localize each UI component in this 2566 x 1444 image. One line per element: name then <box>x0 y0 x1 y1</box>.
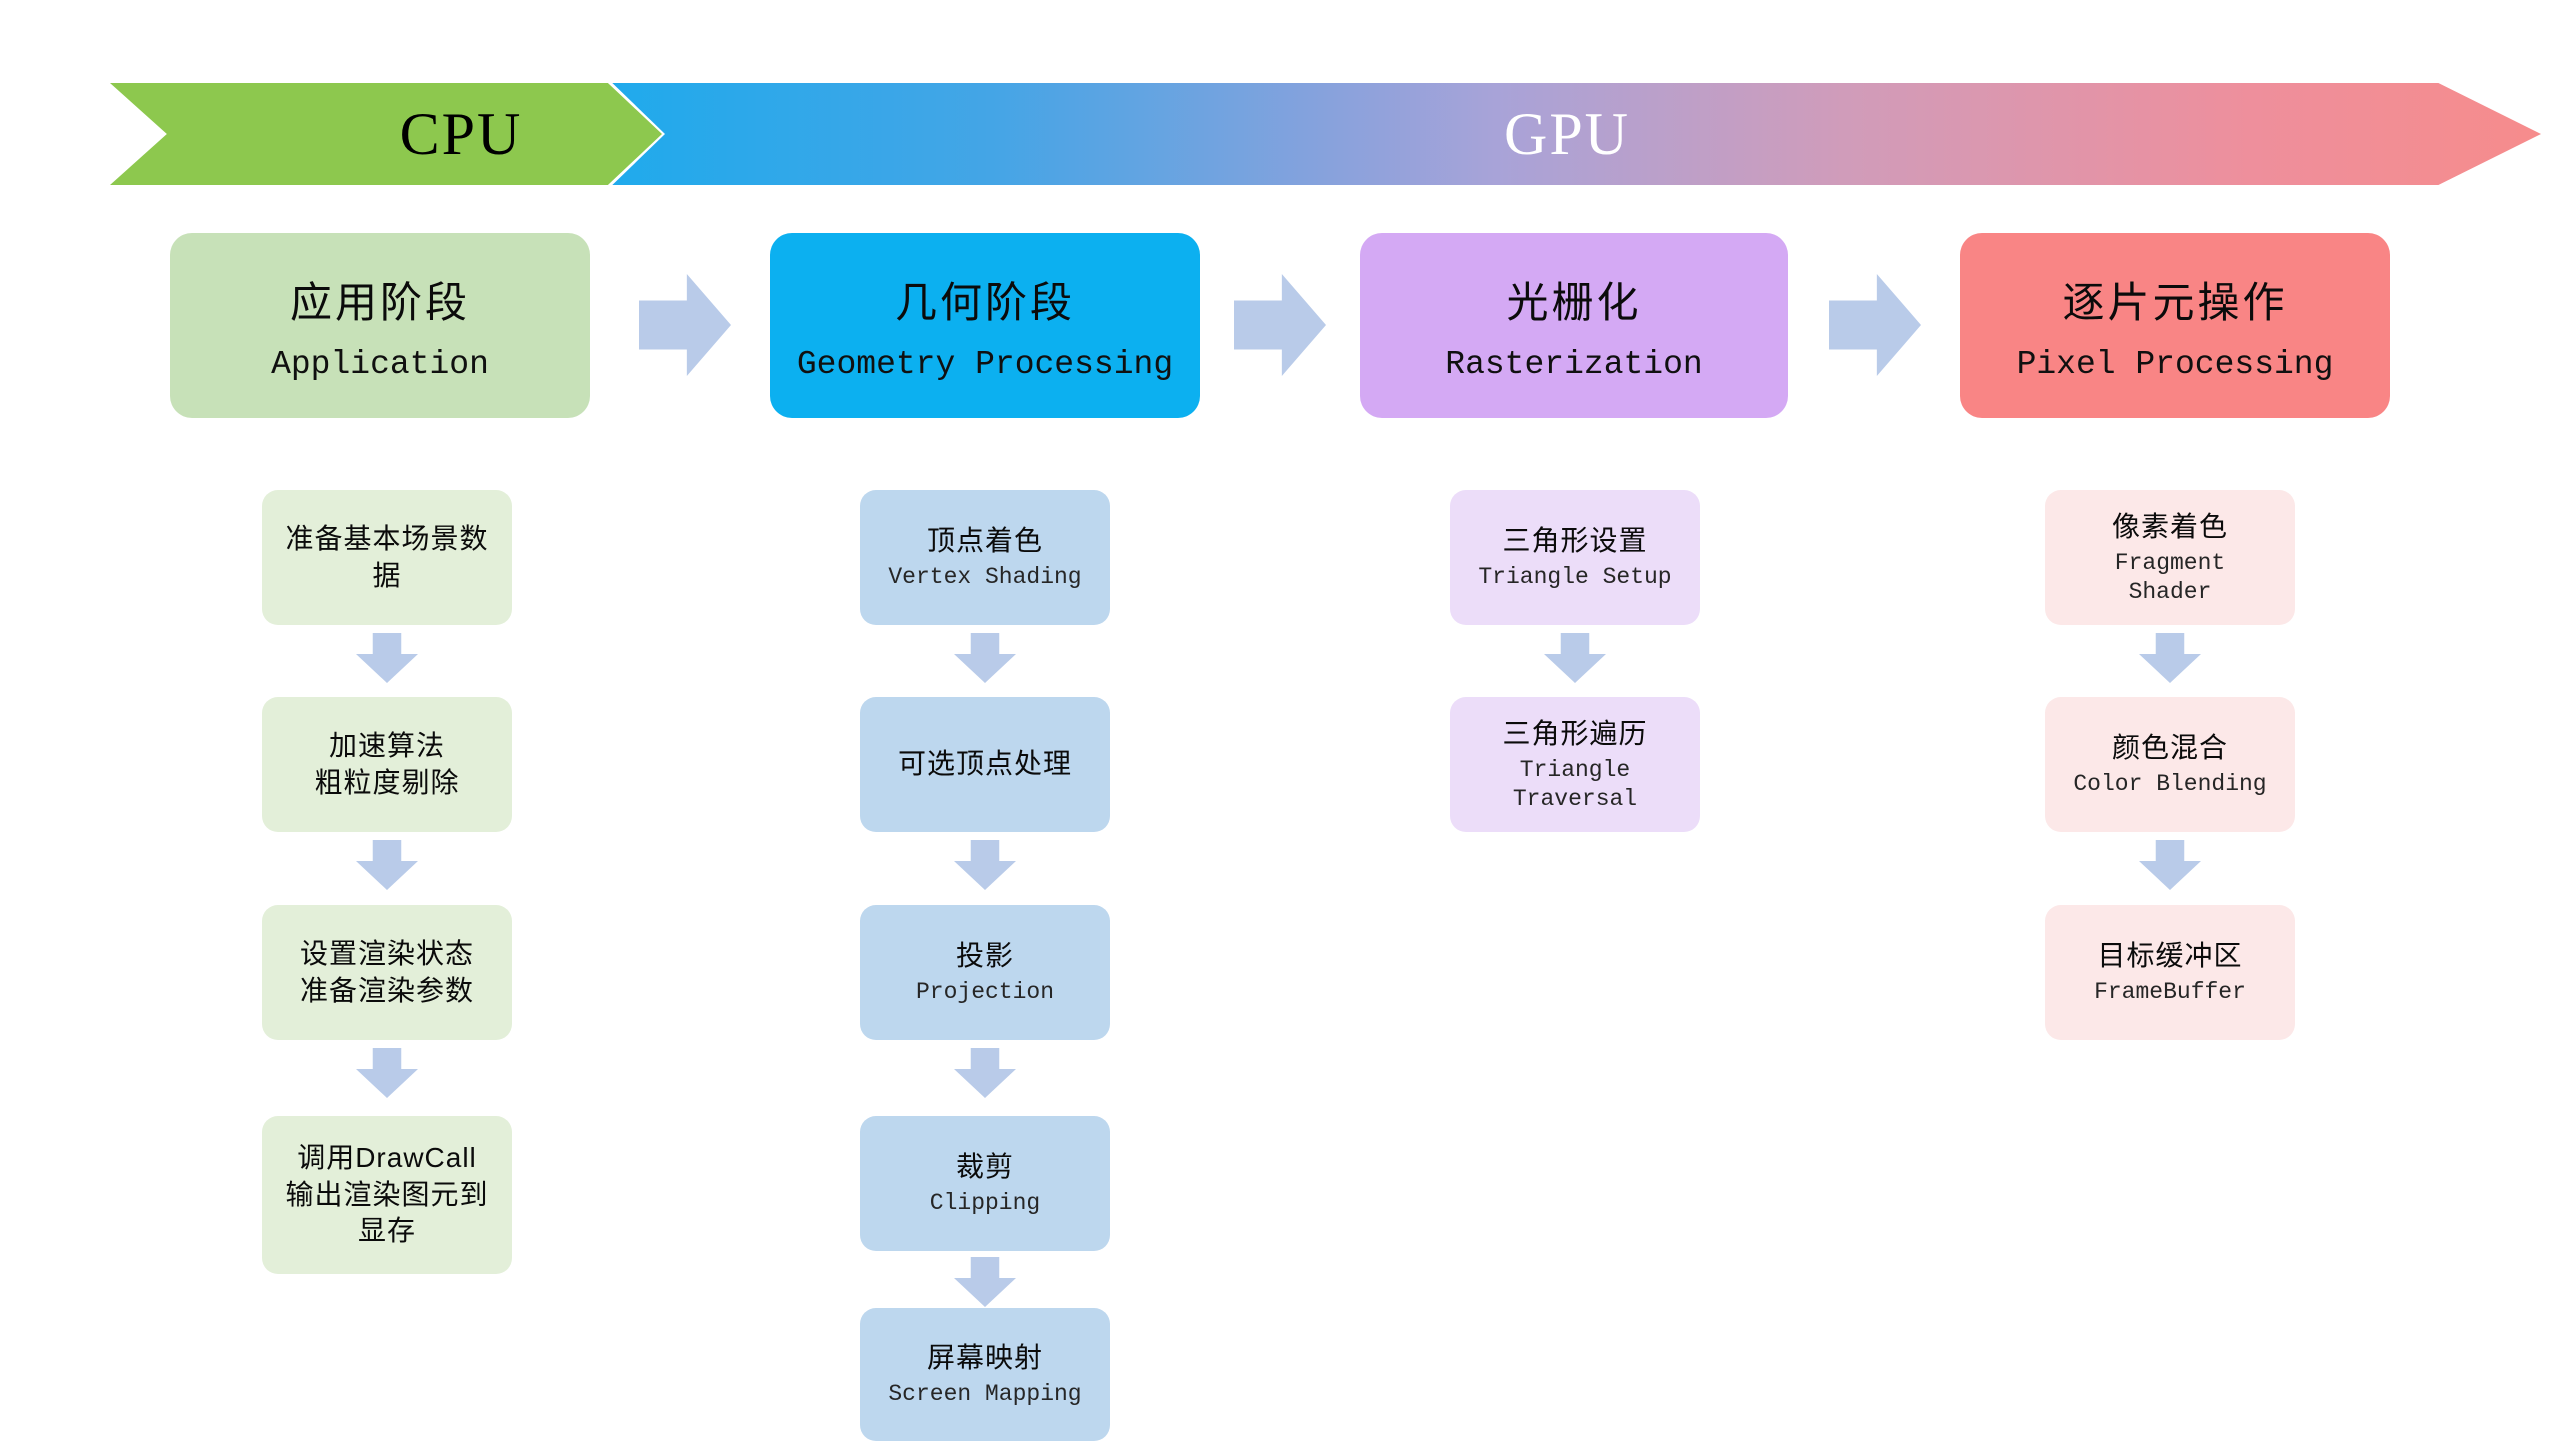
step-label-cn: 裁剪 <box>955 1150 1014 1182</box>
flow-arrow-down-icon <box>954 1048 1016 1098</box>
step-label-en: Projection <box>915 979 1055 1006</box>
step-label-en: FrameBuffer <box>2094 979 2246 1006</box>
step-label-cn: 颜色混合 <box>2111 731 2228 763</box>
step-label-en: Triangle Traversal <box>1512 756 1638 812</box>
flow-arrow-down-icon <box>2139 633 2201 683</box>
step-box: 屏幕映射 Screen Mapping <box>860 1308 1110 1441</box>
stage-title-en: Pixel Processing <box>2016 345 2334 383</box>
flow-arrow-down-icon <box>954 1257 1016 1307</box>
step-box: 三角形遍历 Triangle Traversal <box>1450 697 1700 832</box>
step-box: 加速算法 粗粒度剔除 <box>262 697 512 832</box>
step-label-cn: 像素着色 <box>2111 510 2228 542</box>
step-label-cn: 三角形设置 <box>1502 524 1648 556</box>
step-box: 投影 Projection <box>860 905 1110 1040</box>
step-label-en: Color Blending <box>2073 771 2267 798</box>
flow-arrow-right-icon <box>639 274 731 376</box>
step-box: 目标缓冲区 FrameBuffer <box>2045 905 2295 1040</box>
step-box: 三角形设置 Triangle Setup <box>1450 490 1700 625</box>
step-label-cn: 三角形遍历 <box>1502 717 1648 749</box>
step-box: 可选顶点处理 <box>860 697 1110 832</box>
step-box: 调用DrawCall 输出渲染图元到 显存 <box>262 1116 512 1274</box>
gpu-banner-label: GPU <box>1503 101 1631 167</box>
step-box: 设置渲染状态 准备渲染参数 <box>262 905 512 1040</box>
stage-title-cn: 应用阶段 <box>289 278 470 326</box>
step-label-cn: 设置渲染状态 准备渲染参数 <box>299 938 474 1006</box>
step-box: 顶点着色 Vertex Shading <box>860 490 1110 625</box>
gpu-banner-arrow: GPU <box>605 83 2541 185</box>
step-label-en: Triangle Setup <box>1478 564 1672 591</box>
stage-title-cn: 光栅化 <box>1506 278 1642 326</box>
step-label-en: Clipping <box>929 1190 1041 1217</box>
step-box: 裁剪 Clipping <box>860 1116 1110 1251</box>
step-label-cn: 调用DrawCall 输出渲染图元到 显存 <box>285 1142 489 1247</box>
flow-arrow-down-icon <box>1544 633 1606 683</box>
flow-arrow-down-icon <box>954 633 1016 683</box>
flow-arrow-down-icon <box>356 840 418 890</box>
flow-arrow-down-icon <box>356 633 418 683</box>
step-box: 准备基本场景数 据 <box>262 490 512 625</box>
step-label-en: Fragment Shader <box>2114 549 2226 605</box>
step-label-cn: 准备基本场景数 据 <box>285 523 489 591</box>
stage-title-en: Geometry Processing <box>796 345 1174 383</box>
stage-box-application: 应用阶段 Application <box>170 233 590 418</box>
step-box: 颜色混合 Color Blending <box>2045 697 2295 832</box>
step-label-cn: 目标缓冲区 <box>2097 939 2243 971</box>
flow-arrow-down-icon <box>954 840 1016 890</box>
stage-title-cn: 逐片元操作 <box>2062 278 2288 326</box>
stage-title-cn: 几何阶段 <box>894 278 1075 326</box>
stage-box-geometry-processing: 几何阶段 Geometry Processing <box>770 233 1200 418</box>
step-label-cn: 顶点着色 <box>926 524 1043 556</box>
flow-arrow-right-icon <box>1829 274 1921 376</box>
flow-arrow-down-icon <box>356 1048 418 1098</box>
cpu-banner-label: CPU <box>399 101 523 167</box>
stage-box-pixel-processing: 逐片元操作 Pixel Processing <box>1960 233 2390 418</box>
step-label-en: Screen Mapping <box>888 1381 1082 1408</box>
flow-arrow-right-icon <box>1234 274 1326 376</box>
step-label-cn: 投影 <box>955 939 1014 971</box>
step-label-cn: 屏幕映射 <box>926 1341 1043 1373</box>
stage-box-rasterization: 光栅化 Rasterization <box>1360 233 1788 418</box>
flow-arrow-down-icon <box>2139 840 2201 890</box>
step-label-cn: 可选顶点处理 <box>897 748 1072 780</box>
cpu-banner-arrow: CPU <box>110 83 662 185</box>
stage-title-en: Application <box>271 345 489 383</box>
step-label-en: Vertex Shading <box>888 564 1082 591</box>
step-label-cn: 加速算法 粗粒度剔除 <box>314 730 460 798</box>
stage-title-en: Rasterization <box>1445 345 1703 383</box>
step-box: 像素着色 Fragment Shader <box>2045 490 2295 625</box>
